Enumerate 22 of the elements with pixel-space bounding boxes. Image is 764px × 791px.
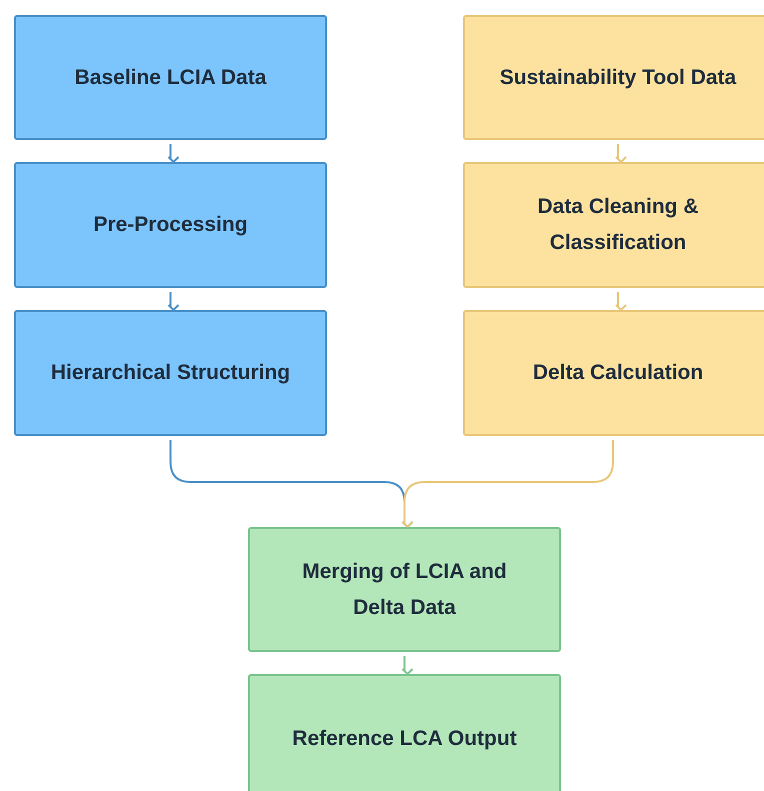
process-box: [463, 15, 764, 140]
box-label: Delta Calculation: [532, 360, 704, 386]
box-label: Baseline LCIA Data: [74, 64, 266, 90]
arrow: [615, 144, 627, 163]
box-label: Reference LCA Output: [292, 726, 517, 752]
arrow: [615, 292, 627, 311]
arrow: [168, 144, 180, 163]
process-box: [463, 310, 764, 436]
box-label: Merging of LCIA and Delta Data: [301, 558, 508, 620]
process-box: [14, 310, 327, 436]
box-label: Sustainability Tool Data: [500, 64, 736, 90]
process-box: [14, 15, 327, 140]
process-box: [248, 674, 561, 791]
box-label: Data Cleaning & Classification: [536, 194, 700, 256]
arrow: [402, 656, 414, 675]
process-box: [14, 162, 327, 288]
box-label: Hierarchical Structuring: [50, 360, 290, 386]
process-box: [463, 162, 764, 288]
process-box: [248, 527, 561, 652]
arrow: [168, 292, 180, 311]
box-label: Pre-Processing: [93, 212, 248, 238]
arrow: [402, 440, 614, 528]
